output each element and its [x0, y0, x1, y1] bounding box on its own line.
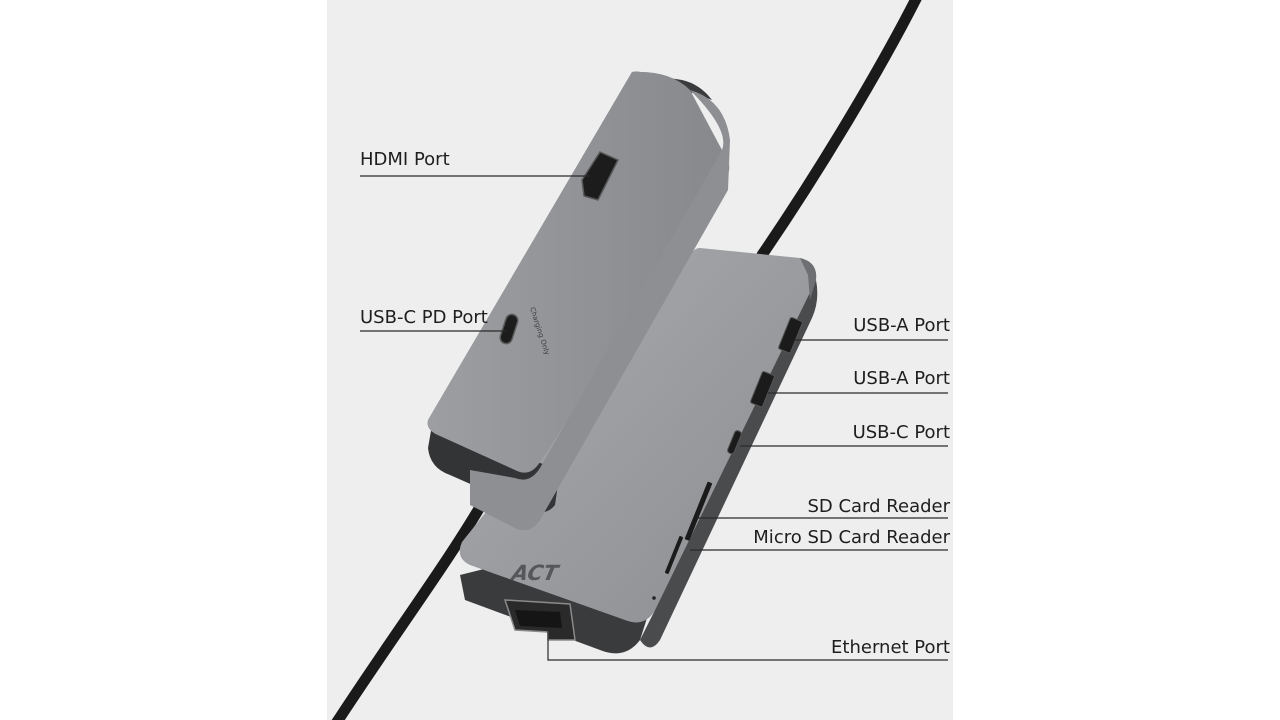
label-usbc-pd-port: USB-C PD Port [360, 307, 488, 328]
label-sd-card-reader: SD Card Reader [807, 496, 950, 517]
brand-logo: ACT [507, 561, 561, 586]
label-hdmi-port: HDMI Port [360, 149, 450, 170]
label-usba-port-1: USB-A Port [853, 315, 950, 336]
label-usba-port-2: USB-A Port [853, 368, 950, 389]
side-ports [652, 317, 803, 600]
cable-upper [756, 0, 922, 261]
hdmi-port-shape [581, 151, 620, 201]
leader-ethernet [547, 628, 948, 661]
cable-lower [331, 489, 493, 720]
label-usbc-port: USB-C Port [852, 422, 950, 443]
label-ethernet-port: Ethernet Port [831, 637, 950, 658]
label-micro-sd-card-reader: Micro SD Card Reader [753, 527, 950, 548]
usbc-pd-port-shape [499, 313, 519, 345]
ethernet-port-shape [503, 599, 576, 641]
leader-lines [360, 175, 948, 661]
